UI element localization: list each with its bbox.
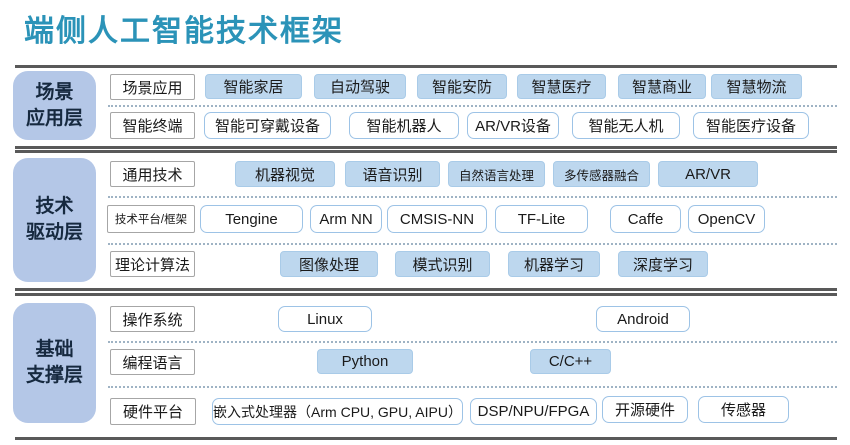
chip: 图像处理 — [280, 251, 378, 277]
chip: 智能家居 — [205, 74, 302, 99]
layer-divider — [15, 288, 837, 291]
category-label: 通用技术 — [110, 161, 195, 187]
dotted-separator — [108, 341, 837, 343]
chip: 机器学习 — [508, 251, 600, 277]
chip: Caffe — [610, 205, 681, 233]
chip: 深度学习 — [618, 251, 708, 277]
category-label: 理论计算法 — [110, 251, 195, 277]
chip: Android — [596, 306, 690, 332]
chip: TF-Lite — [495, 205, 588, 233]
category-label: 编程语言 — [110, 349, 195, 375]
chip: 模式识别 — [395, 251, 490, 277]
chip: CMSIS-NN — [387, 205, 487, 233]
dotted-separator — [108, 196, 837, 198]
category-label: 场景应用 — [110, 74, 195, 100]
page-title: 端侧人工智能技术框架 — [24, 15, 344, 48]
dotted-separator — [108, 243, 837, 245]
chip: 智慧医疗 — [517, 74, 606, 99]
chip: Python — [317, 349, 413, 374]
chip: 智慧物流 — [711, 74, 802, 99]
chip: 自然语言处理 — [448, 161, 545, 187]
layer-label-foundation: 基础 支撑层 — [13, 303, 96, 423]
layer-label-scenario: 场景 应用层 — [13, 71, 96, 140]
layer-divider — [15, 65, 837, 68]
category-label: 技术平台/框架 — [107, 205, 195, 233]
chip: 智慧商业 — [618, 74, 706, 99]
dotted-separator — [108, 105, 837, 107]
dotted-separator — [108, 386, 837, 388]
chip: Linux — [278, 306, 372, 332]
chip: 嵌入式处理器（Arm CPU, GPU, AIPU） — [212, 398, 463, 425]
chip: Tengine — [200, 205, 303, 233]
chip: 智能无人机 — [572, 112, 680, 139]
chip: 传感器 — [698, 396, 789, 423]
chip: 智能安防 — [417, 74, 507, 99]
category-label: 硬件平台 — [110, 398, 196, 425]
chip: 智能可穿戴设备 — [204, 112, 331, 139]
category-label: 智能终端 — [110, 112, 195, 139]
layer-label-technology: 技术 驱动层 — [13, 158, 96, 282]
layer-divider — [15, 293, 837, 296]
chip: Arm NN — [310, 205, 382, 233]
chip: OpenCV — [688, 205, 765, 233]
category-label: 操作系统 — [110, 306, 195, 332]
layer-divider — [15, 146, 837, 149]
chip: AR/VR — [658, 161, 758, 187]
chip: C/C++ — [530, 349, 611, 374]
layer-divider — [15, 437, 837, 440]
chip: 语音识别 — [345, 161, 440, 187]
chip: 机器视觉 — [235, 161, 335, 187]
chip: AR/VR设备 — [467, 112, 559, 139]
chip: 智能医疗设备 — [693, 112, 809, 139]
chip: DSP/NPU/FPGA — [470, 398, 597, 425]
layer-divider — [15, 150, 837, 153]
chip: 多传感器融合 — [553, 161, 650, 187]
chip: 自动驾驶 — [314, 74, 406, 99]
chip: 智能机器人 — [349, 112, 459, 139]
chip: 开源硬件 — [602, 396, 688, 423]
